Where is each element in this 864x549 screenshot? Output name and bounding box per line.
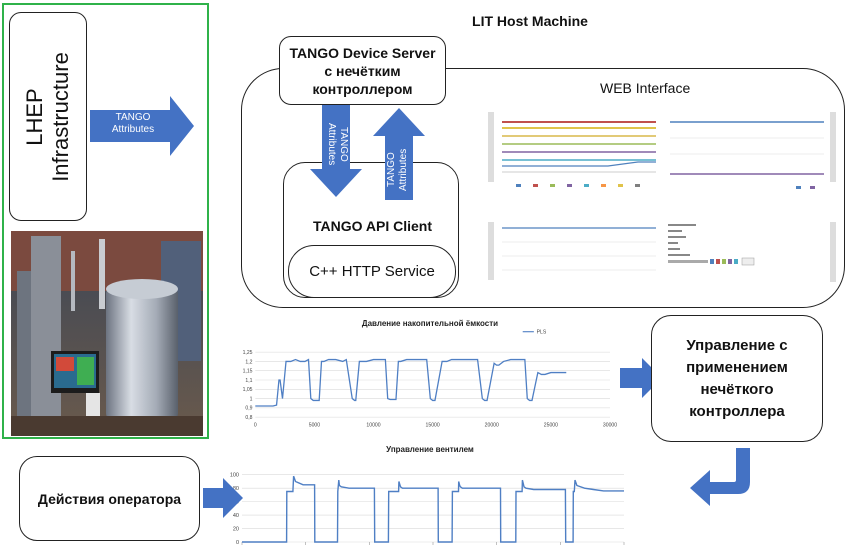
web-chart-panel-2 [664,108,836,194]
web-interface-label: WEB Interface [600,80,691,96]
y-tick-label: 40 [233,513,239,519]
operator-arrow-icon [203,478,243,518]
lhep-infrastructure-box: LHEP Infrastructure [9,12,87,221]
x-tick-label: 15000 [426,422,440,428]
y-tick-label: 0 [236,540,239,546]
tango-device-server-box: TANGO Device Server с нечётким контролле… [279,36,446,105]
y-tick-label: 20 [233,527,239,533]
lhep-infrastructure-label: LHEP Infrastructure [22,51,74,182]
fuzzy-control-label: Управление с применением нечёткого контр… [686,336,788,420]
web-chart-panel-1 [488,108,660,194]
valve-chart: 020406080100 [230,473,625,546]
page-title: LIT Host Machine [472,13,588,29]
valve-chart-title: Управление вентилем [386,445,474,454]
y-tick-label: 0,8 [245,415,252,421]
operator-actions-label: Действия оператора [37,490,182,507]
y-tick-label: 1,05 [243,387,253,393]
down-arrow-label: TANGO Attributes [326,122,349,166]
operator-actions-box: Действия оператора [19,456,200,541]
http-service-label: C++ HTTP Service [309,263,435,280]
y-tick-label: 100 [230,473,239,479]
api-client-label: TANGO API Client [313,218,432,234]
lab-equipment-photo [11,231,203,436]
x-tick-label: 25000 [544,422,558,428]
web-chart-panel-3 [488,218,660,288]
pressure-series-line [255,358,567,407]
y-tick-label: 1,15 [243,369,253,375]
web-controls-panel [664,218,836,288]
y-tick-label: 1,2 [245,359,252,365]
lhep-frame [2,3,209,439]
bent-arrow-icon [690,448,750,506]
down-arrow-icon [310,105,362,197]
tango-device-server-label: TANGO Device Server с нечётким контролле… [289,44,436,97]
up-arrow-icon [373,108,425,200]
x-tick-label: 5000 [309,422,320,428]
pressure-chart-title: Давление накопительной ёмкости [361,319,499,328]
http-service-box: C++ HTTP Service [288,245,456,298]
pressure-chart: 0,8 0,9 1 1,05 1,1 1,15 1,2 1,25 0 5000 10000 15000… [243,330,618,429]
up-arrow-label: TANGO Attributes [386,148,409,192]
x-tick-label: 0 [254,422,257,428]
x-tick-label: 20000 [485,422,499,428]
x-tick-label: 30000 [603,422,617,428]
tango-attributes-arrow-label: TANGO Attributes [111,112,155,135]
y-tick-label: 0,9 [245,406,252,412]
x-tick-label: 10000 [366,422,380,428]
tango-attributes-arrow-icon [90,96,194,156]
y-tick-label: 80 [233,486,239,492]
y-tick-label: 1,1 [245,378,252,384]
fuzzy-control-box: Управление с применением нечёткого контр… [651,315,823,442]
valve-series-line [242,475,624,543]
legend-label: PLS [537,330,547,336]
y-tick-label: 1 [250,396,253,402]
y-tick-label: 1,25 [243,350,253,356]
